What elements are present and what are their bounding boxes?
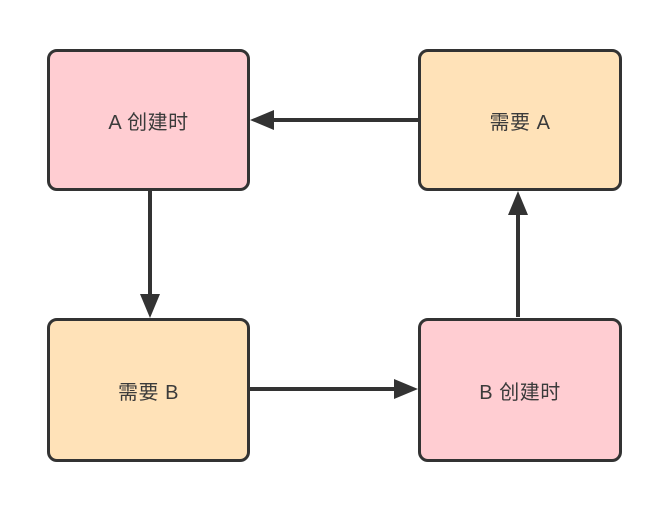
node-needs-a-label: 需要 A [489, 111, 551, 134]
node-needs-b: 需要 B [47, 318, 250, 462]
node-b-created: B 创建时 [418, 318, 622, 462]
node-a-created-label: A 创建时 [108, 111, 189, 134]
edge-a-created-to-needs-b [140, 191, 160, 318]
node-b-created-label: B 创建时 [479, 381, 561, 404]
arrowhead-right-icon [394, 379, 418, 399]
edge-needs-a-to-a-created [250, 110, 418, 130]
arrowhead-up-icon [508, 191, 528, 215]
edge-b-created-to-needs-a [508, 191, 528, 317]
arrowhead-down-icon [140, 294, 160, 318]
node-needs-b-label: 需要 B [118, 381, 179, 404]
edge-needs-b-to-b-created [250, 379, 418, 399]
node-needs-a: 需要 A [418, 49, 622, 191]
arrowhead-left-icon [250, 110, 274, 130]
node-a-created: A 创建时 [47, 49, 250, 191]
